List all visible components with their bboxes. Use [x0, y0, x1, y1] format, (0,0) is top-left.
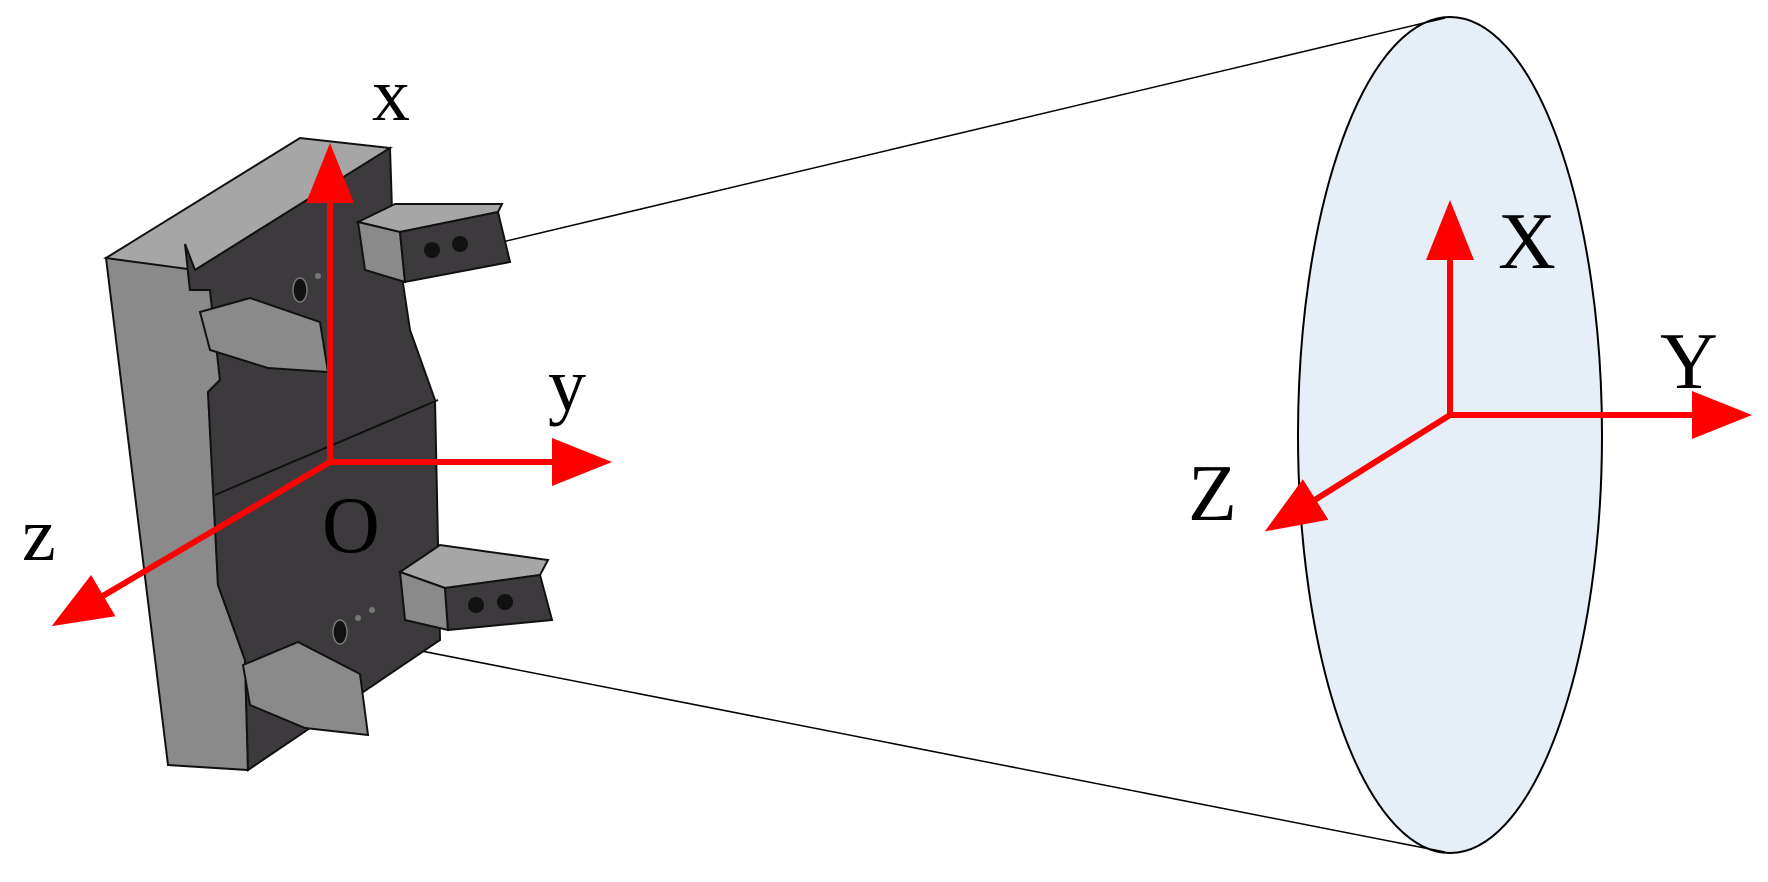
- target-disk: [1297, 16, 1603, 854]
- upper-tab-hole-2: [452, 236, 468, 252]
- lower-emitter-dot-1: [355, 615, 361, 621]
- source-x-label: x: [372, 53, 410, 137]
- upper-emitter-dot-1: [315, 273, 321, 279]
- target-y-label: Y: [1660, 318, 1718, 406]
- target-x-label: X: [1498, 198, 1556, 286]
- source-z-axis-arrow: [51, 459, 332, 627]
- beam-line-bottom: [339, 634, 1446, 853]
- source-z-label: z: [22, 493, 56, 577]
- lower-emitter-dot-2: [369, 607, 375, 613]
- lower-tab-hole-1: [468, 597, 484, 613]
- lower-slot-face: [241, 640, 370, 737]
- target-frame: [1264, 200, 1752, 532]
- source-frame: [51, 143, 612, 627]
- source-y-label: y: [548, 343, 586, 427]
- lower-emitter-hole: [332, 619, 348, 645]
- target-z-label: Z: [1188, 450, 1237, 538]
- lower-tab-hole-2: [497, 594, 513, 610]
- part-seam: [214, 399, 439, 496]
- target-z-axis-arrow: [1264, 412, 1452, 532]
- mechanical-part: [103, 136, 554, 772]
- source-origin-label: O: [322, 482, 380, 570]
- upper-emitter-hole: [292, 277, 308, 303]
- upper-tab-hole-1: [424, 242, 440, 258]
